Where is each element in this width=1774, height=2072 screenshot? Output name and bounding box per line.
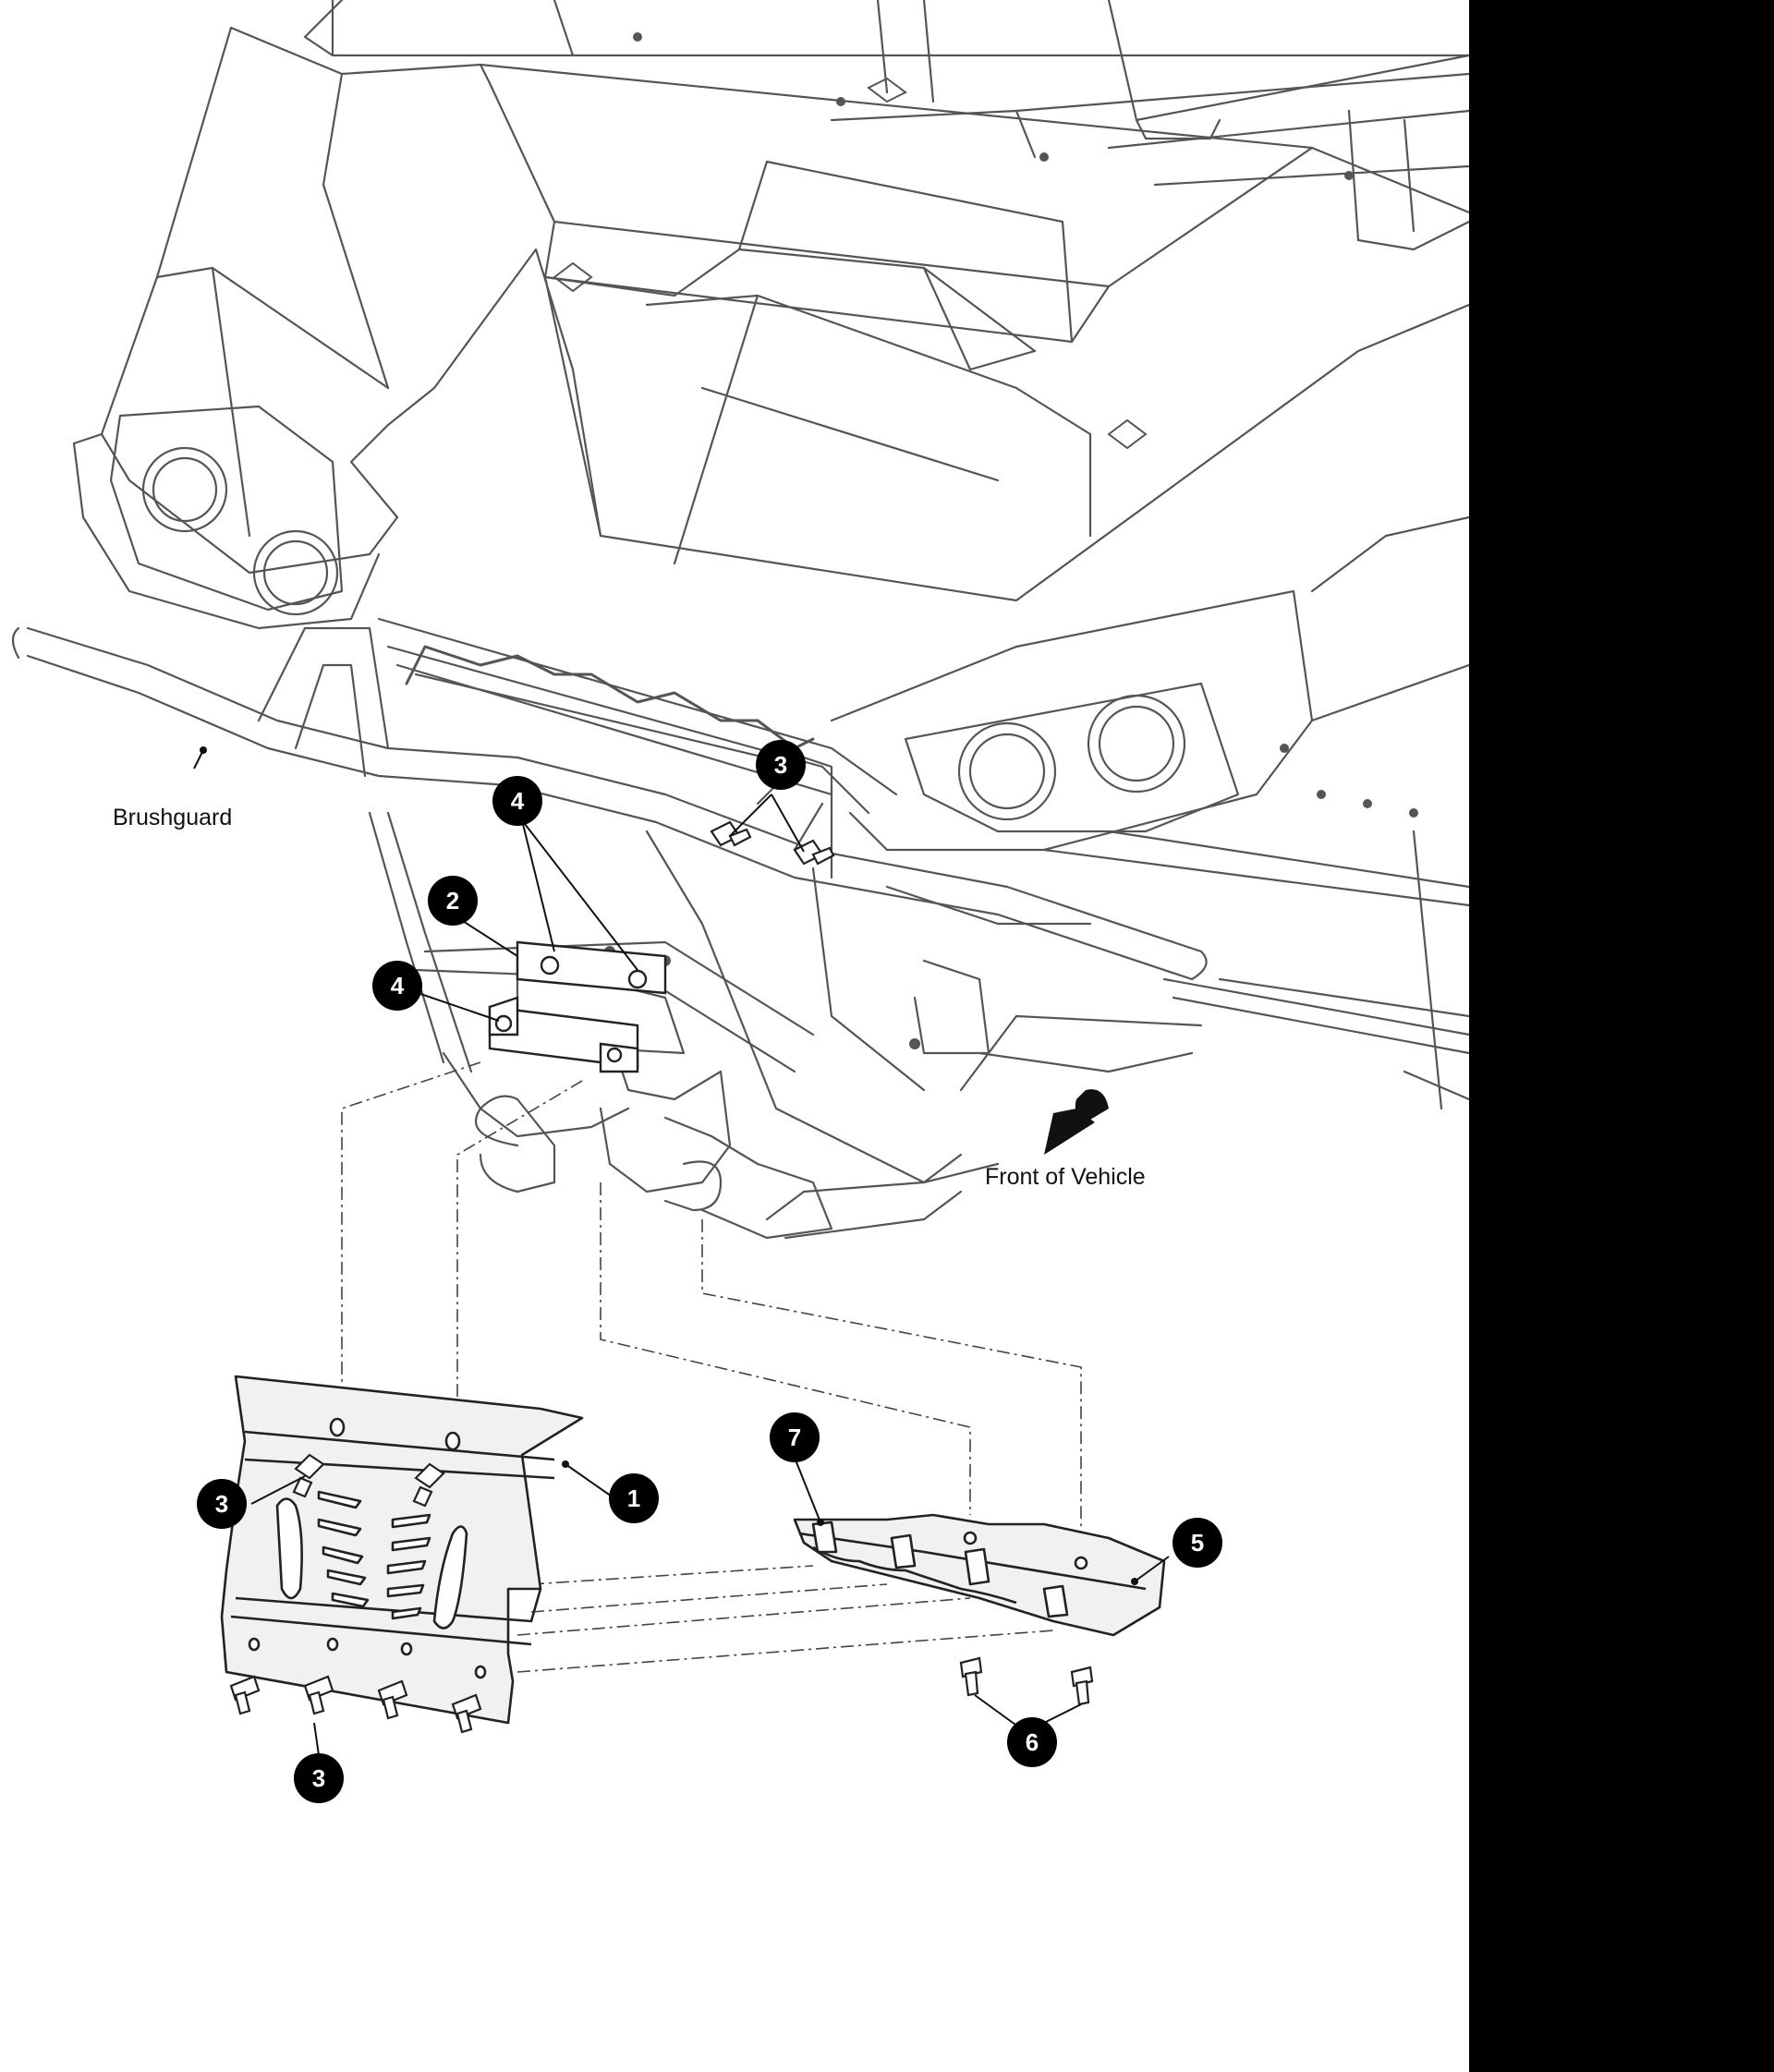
svg-text:3: 3 xyxy=(774,751,787,779)
front-direction-arrow-icon xyxy=(1044,1089,1109,1155)
callout-4-mid: 4 xyxy=(372,961,422,1011)
svg-text:4: 4 xyxy=(511,787,525,815)
leader-dots xyxy=(200,746,1138,1585)
svg-text:2: 2 xyxy=(446,887,459,915)
top-bolts xyxy=(710,820,835,866)
svg-text:3: 3 xyxy=(312,1764,325,1792)
mounting-brackets xyxy=(488,940,667,1073)
callout-1: 1 xyxy=(609,1473,659,1523)
guard-bolts xyxy=(959,1656,1094,1706)
callout-2: 2 xyxy=(428,876,478,926)
vehicle-hardware-details xyxy=(604,32,1418,1049)
callout-7: 7 xyxy=(770,1412,820,1462)
callout-3-left: 3 xyxy=(197,1479,247,1529)
callout-5: 5 xyxy=(1173,1518,1222,1568)
callout-6: 6 xyxy=(1007,1717,1057,1767)
svg-text:4: 4 xyxy=(391,972,405,1000)
vehicle-front-body xyxy=(11,0,1471,1240)
callout-3-bottom: 3 xyxy=(294,1753,344,1803)
svg-text:7: 7 xyxy=(788,1424,801,1451)
front-of-vehicle-label: Front of Vehicle xyxy=(985,1164,1146,1190)
svg-text:5: 5 xyxy=(1191,1529,1204,1557)
svg-text:3: 3 xyxy=(215,1490,228,1518)
alignment-lines xyxy=(341,1061,1082,1673)
callout-3-top: 3 xyxy=(756,740,806,790)
skid-plate-bolts xyxy=(229,1453,482,1734)
callout-4-top: 4 xyxy=(492,776,542,826)
brushguard-label: Brushguard xyxy=(113,805,232,830)
front-guard xyxy=(793,1513,1166,1637)
svg-text:1: 1 xyxy=(627,1484,640,1512)
svg-text:6: 6 xyxy=(1026,1728,1039,1756)
hood-latches xyxy=(553,77,1148,450)
right-black-margin xyxy=(1469,0,1774,2072)
